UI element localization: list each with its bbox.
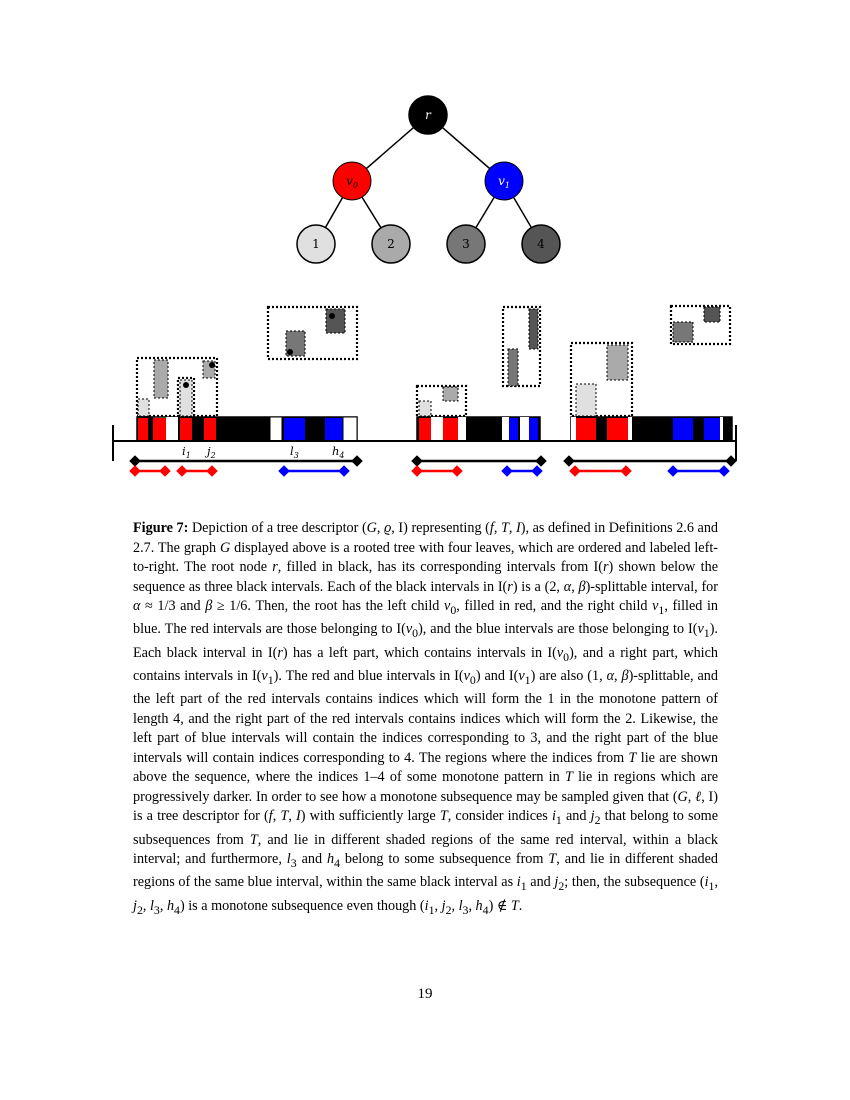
leaf-2-label: 2 — [387, 237, 395, 251]
j2-label: j2 — [204, 444, 216, 460]
tree-node-leaf-2: 2 — [371, 224, 411, 264]
red-intervals — [129, 465, 632, 477]
sequence-bar-2 — [416, 416, 541, 442]
tree-descriptor-figure: r v0 v1 1 2 3 4 — [112, 95, 737, 477]
black-intervals — [129, 455, 737, 467]
sequence-bar-1 — [136, 416, 358, 442]
sequence-bar-3 — [570, 416, 733, 442]
index-dots — [183, 313, 335, 388]
region-boxes — [135, 304, 732, 418]
leaf-4-label: 4 — [537, 237, 545, 251]
blue-intervals — [278, 465, 730, 477]
tree-node-leaf-4: 4 — [521, 224, 561, 264]
caption-text: Depiction of a tree descriptor (G, ϱ, I)… — [133, 520, 719, 917]
tree-node-leaf-1: 1 — [296, 224, 336, 264]
sequence-axis — [112, 425, 737, 461]
shaded-regions — [137, 306, 721, 417]
tree-node-leaf-3: 3 — [446, 224, 486, 264]
l3-label: l3 — [290, 444, 299, 460]
figure-caption: Figure 7: Depiction of a tree descriptor… — [133, 519, 718, 920]
v0-label: v0 — [346, 174, 358, 190]
tree-node-v1: v1 — [484, 161, 524, 201]
page-number: 19 — [417, 986, 433, 1002]
caption-label: Figure 7: — [133, 520, 189, 536]
leaf-3-label: 3 — [462, 237, 470, 251]
tree-node-v0: v0 — [332, 161, 372, 201]
root-label: r — [425, 108, 432, 122]
leaf-1-label: 1 — [312, 237, 320, 251]
v1-label: v1 — [498, 174, 510, 190]
tree-node-root: r — [408, 95, 448, 135]
i1-label: i1 — [182, 444, 191, 460]
h4-label: h4 — [332, 444, 345, 460]
